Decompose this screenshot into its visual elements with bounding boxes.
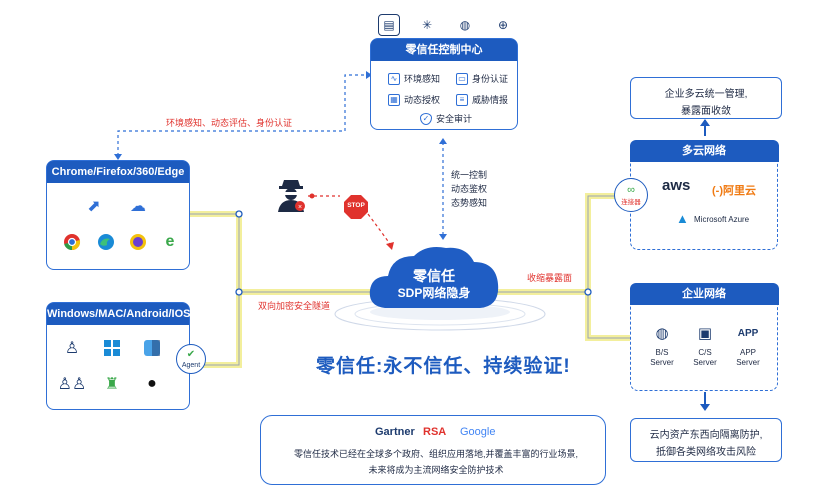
- user-icon: ♙: [64, 340, 80, 357]
- multicloud-card: 多云网络: [629, 139, 779, 250]
- hacker-icon: ×: [276, 178, 306, 212]
- connector-badge: ∞ 连接器: [614, 178, 648, 212]
- bottom-card: [260, 415, 606, 485]
- browsers-title: Chrome/Firefox/360/Edge: [47, 161, 189, 183]
- file-gear-icon: ▣: [697, 325, 713, 342]
- azure-logo: Microsoft Azure: [694, 215, 750, 224]
- tunnel-label: 双向加密安全隧道: [258, 301, 331, 311]
- gartner-logo: Gartner: [375, 426, 415, 438]
- id-icon: ▭: [456, 72, 468, 85]
- feature-audit: ✓安全审计: [420, 112, 472, 125]
- link-icon: ∞: [627, 184, 635, 196]
- network-icon: ✳: [416, 14, 438, 36]
- browsers-card: Chrome/Firefox/360/Edge: [46, 160, 190, 270]
- bottom-text-2: 未来将成为主流网络安全防护技术: [368, 465, 504, 475]
- globe-server-icon: ◍: [655, 325, 669, 342]
- bottom-text-1: 零信任技术已经在全球多个政府、组织应用落地,并覆盖丰富的行业场景,: [293, 449, 578, 459]
- cs-server: ▣ C/S Server: [693, 325, 717, 367]
- right-top-box: 企业多云统一管理, 暴露面收敛: [630, 77, 782, 119]
- bs-server: ◍ B/S Server: [650, 325, 674, 367]
- shield-icon: ✓: [420, 112, 432, 125]
- control-center-card: 零信任控制中心: [370, 38, 518, 130]
- browser-feather-icon: ⬈: [87, 198, 101, 215]
- aws-logo: aws: [662, 177, 691, 194]
- windows-icon: [100, 336, 124, 360]
- feature-threat-intel: ≡威胁情报: [456, 93, 508, 106]
- multicloud-title: 多云网络: [629, 139, 779, 162]
- svg-text:×: ×: [298, 204, 302, 211]
- feature-env-sense: ∿环境感知: [388, 72, 440, 85]
- app-icon: APP: [737, 328, 759, 339]
- auth-icon: ▦: [388, 93, 400, 106]
- finder-icon: [140, 336, 164, 360]
- enterprise-title: 企业网络: [629, 282, 779, 305]
- slogan: 零信任:永不信任、持续验证!: [316, 356, 571, 377]
- id-card-icon: ▤: [378, 14, 400, 36]
- firefox-icon: [126, 230, 150, 254]
- right-bottom-box: 云内资产东西向隔离防护, 抵御各类网络攻击风险: [630, 418, 782, 462]
- list-icon: ≡: [456, 93, 468, 106]
- chrome-icon: [60, 230, 84, 254]
- devices-title: Windows/MAC/Android/IOS: [47, 303, 191, 325]
- apple-icon: ●: [147, 375, 157, 392]
- aliyun-logo: (-)阿里云: [712, 185, 756, 197]
- converge-label: 收缩暴露面: [527, 273, 573, 283]
- feature-identity: ▭身份认证: [456, 72, 508, 85]
- google-logo: Google: [460, 426, 496, 438]
- feature-dynamic-auth: ▦动态授权: [388, 93, 440, 106]
- browser-chat-icon: ☁: [130, 198, 146, 215]
- globe-icon: ⊕: [492, 14, 514, 36]
- globe-lock-icon: ◍: [454, 14, 476, 36]
- android-icon: ♜: [104, 376, 120, 393]
- rsa-logo: RSA: [423, 426, 447, 438]
- pulse-icon: ∿: [388, 72, 400, 85]
- edge-icon: [94, 230, 118, 254]
- devices-card: Windows/MAC/Android/IOS: [46, 302, 191, 410]
- enterprise-card: 企业网络: [629, 282, 779, 391]
- azure-icon: ▲: [676, 211, 689, 226]
- users-icon: ♙♙: [57, 376, 87, 393]
- stop-sign: STOP: [343, 194, 369, 220]
- ie-icon: e: [165, 233, 175, 250]
- control-center-title: 零信任控制中心: [371, 39, 517, 61]
- env-label: 环境感知、动态评估、身份认证: [166, 118, 293, 128]
- shield-check-icon: ✔: [186, 349, 196, 360]
- agent-badge: ✔ Agent: [176, 344, 206, 374]
- cloud-subtitle: SDP网络隐身: [397, 286, 471, 300]
- cloud-title: 零信任: [413, 268, 455, 284]
- control-text: 统一控制 动态鉴权 态势感知: [451, 170, 488, 208]
- app-server: APP APP Server: [726, 324, 770, 368]
